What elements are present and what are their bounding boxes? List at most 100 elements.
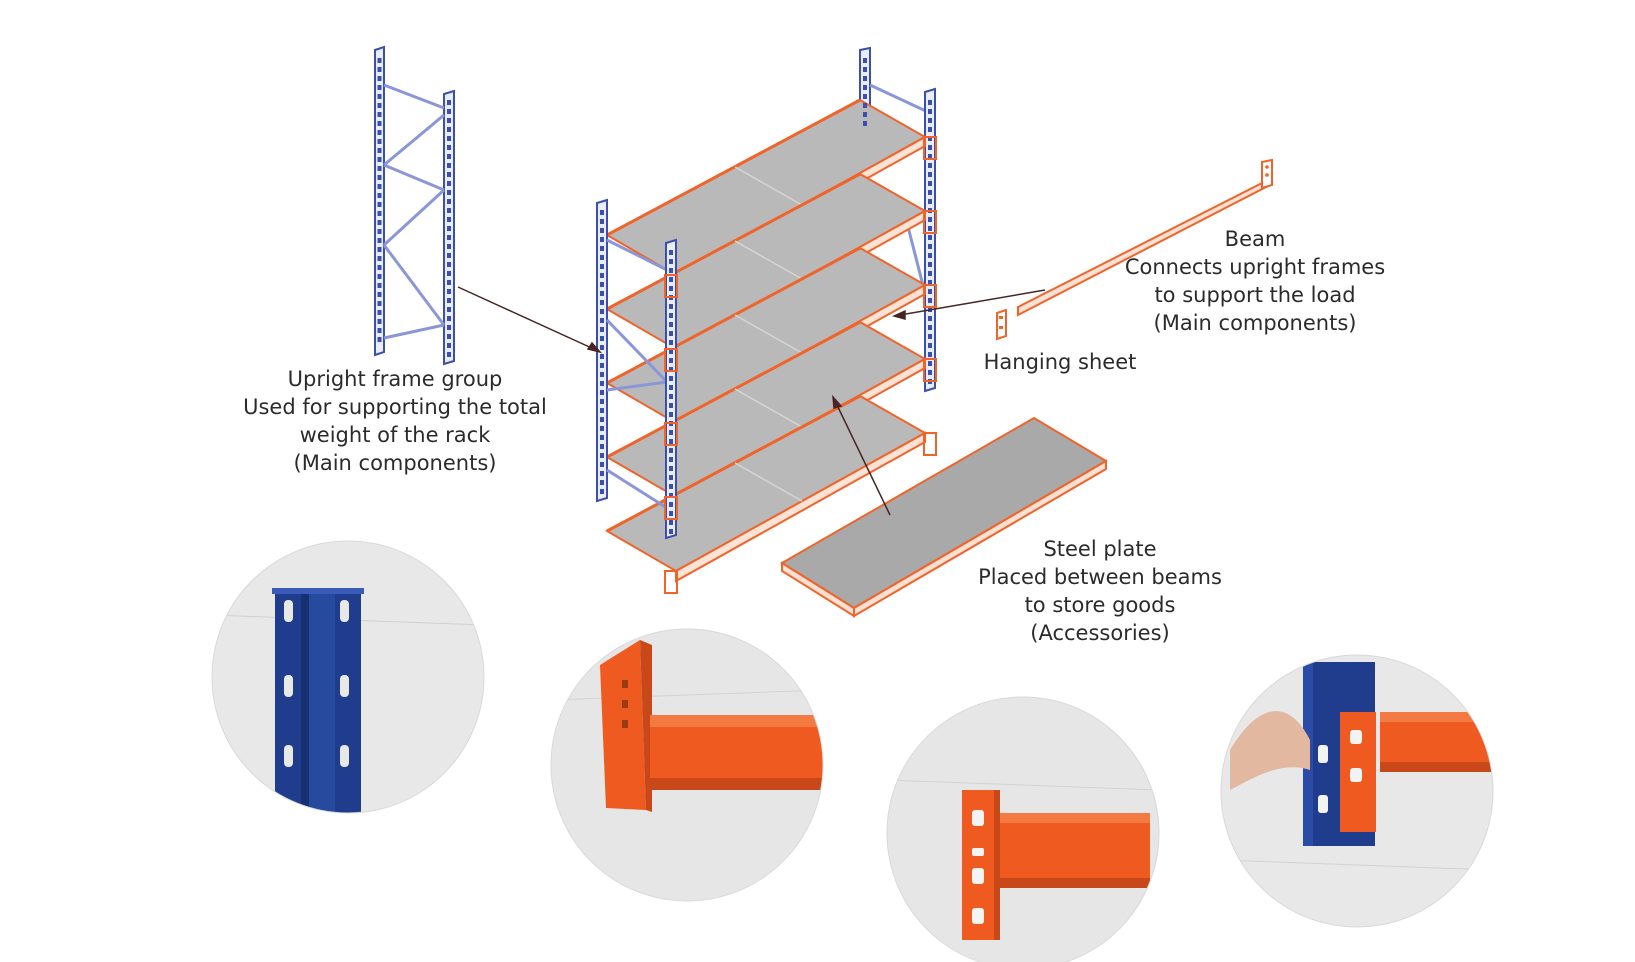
upright-back-hole bbox=[377, 337, 382, 342]
rack-back-left-hole bbox=[600, 381, 604, 386]
rack-front-right-hole bbox=[928, 145, 932, 150]
upright-back-hole bbox=[377, 130, 382, 135]
rack-front-left-hole bbox=[669, 412, 673, 417]
rack-front-left-hole bbox=[669, 358, 673, 363]
upright-back-hole bbox=[377, 283, 382, 288]
rack-front-left-hole bbox=[669, 277, 673, 282]
rack-back-left-hole bbox=[600, 408, 604, 413]
rack-front-left-hole bbox=[669, 349, 673, 354]
rack-front-right-hole bbox=[928, 298, 932, 303]
photo-frame-2 bbox=[550, 628, 824, 902]
rack-back-left-hole bbox=[600, 480, 604, 485]
upright-front-hole bbox=[447, 307, 451, 312]
rack-front-right-hole bbox=[928, 136, 932, 141]
upright-front-hole bbox=[447, 253, 451, 258]
beam-tag: (Main components) bbox=[1153, 311, 1357, 335]
shelf-beam-back bbox=[606, 172, 861, 311]
shelf-seam bbox=[734, 462, 803, 502]
shelf-seam bbox=[734, 166, 803, 206]
rack-front-right-hole bbox=[928, 289, 932, 294]
connector-right-5 bbox=[923, 432, 937, 456]
steel-plate-desc-2: to store goods bbox=[1024, 593, 1176, 617]
upright-front-hole bbox=[447, 226, 451, 231]
rack-front-right-hole bbox=[928, 163, 932, 168]
rack-back-left-hole bbox=[600, 273, 604, 278]
rack-front-left-hole bbox=[669, 520, 673, 525]
upright-back-hole bbox=[377, 202, 382, 207]
loose-steel-plate bbox=[780, 416, 1108, 618]
rack-front-right-hole bbox=[928, 217, 932, 222]
upright-back-hole bbox=[377, 166, 382, 171]
rack-front-right-hole bbox=[928, 127, 932, 132]
photo-blue-upright bbox=[212, 541, 484, 813]
upright-back-hole bbox=[377, 256, 382, 261]
rack-back-right-hole bbox=[863, 112, 867, 117]
rack-front-left-hole bbox=[669, 448, 673, 453]
upright-front-hole bbox=[447, 352, 451, 357]
callout-pointers bbox=[457, 286, 1046, 516]
rack-shelves bbox=[604, 98, 928, 583]
upright-back-hole bbox=[377, 193, 382, 198]
rack-front-left-hole bbox=[669, 313, 673, 318]
shelf-beam-back bbox=[606, 320, 861, 459]
rack-front-right-hole bbox=[928, 109, 932, 114]
upright-back-hole bbox=[377, 175, 382, 180]
rack-back-left-hole bbox=[600, 471, 604, 476]
upright-front-hole bbox=[447, 154, 451, 159]
rack-front-left-hole bbox=[669, 430, 673, 435]
upright-frame-title: Upright frame group bbox=[287, 367, 503, 391]
connector-right-3 bbox=[923, 284, 937, 308]
connector-left-1 bbox=[664, 274, 678, 298]
upright-front-hole bbox=[447, 271, 451, 276]
rack-back-left-hole bbox=[600, 336, 604, 341]
rack-back-left-hole bbox=[600, 228, 604, 233]
upright-punch-holes bbox=[377, 58, 451, 357]
upright-frame-desc-1: Used for supporting the total bbox=[243, 395, 547, 419]
rack-back-left-hole bbox=[600, 435, 604, 440]
rack-front-left-hole bbox=[669, 250, 673, 255]
upright-back-hole bbox=[377, 292, 382, 297]
rack-back-left-hole bbox=[600, 282, 604, 287]
upright-front-hole bbox=[447, 289, 451, 294]
steel-plate-title: Steel plate bbox=[1043, 537, 1157, 561]
upright-back-hole bbox=[377, 58, 382, 63]
upright-front-hole bbox=[447, 199, 451, 204]
upright-front-hole bbox=[447, 343, 451, 348]
rack-back-left-hole bbox=[600, 426, 604, 431]
upright-front-hole bbox=[447, 208, 451, 213]
connector-right-2 bbox=[923, 210, 937, 234]
rack-front-right-hole bbox=[928, 100, 932, 105]
upright-front-hole bbox=[447, 181, 451, 186]
upright-front-hole bbox=[447, 172, 451, 177]
connector-left-5 bbox=[664, 570, 678, 594]
upright-front-hole bbox=[447, 325, 451, 330]
rack-front-left-hole bbox=[669, 376, 673, 381]
upright-front-hole bbox=[447, 244, 451, 249]
rack-front-left-hole bbox=[669, 466, 673, 471]
upright-back-hole bbox=[377, 85, 382, 90]
shelf-beam-back bbox=[606, 98, 861, 237]
photo-beam-on-upright bbox=[1221, 655, 1493, 927]
rack-back-right-hole bbox=[863, 67, 867, 72]
rack-front-right-hole bbox=[928, 316, 932, 321]
shelf-beam-back bbox=[606, 246, 861, 385]
upright-front-hole bbox=[447, 163, 451, 168]
rack-front-right-hole bbox=[928, 325, 932, 330]
rack-front-left-hole bbox=[669, 304, 673, 309]
steel-plate-tag: (Accessories) bbox=[1030, 621, 1170, 645]
rack-front-right-hole bbox=[928, 280, 932, 285]
rack-front-left-hole bbox=[669, 367, 673, 372]
upright-frame-desc-2: weight of the rack bbox=[299, 423, 491, 447]
upright-front-hole bbox=[447, 190, 451, 195]
rack-back-left-hole bbox=[600, 444, 604, 449]
photo-frame-3 bbox=[886, 696, 1160, 962]
rack-front-left-hole bbox=[669, 403, 673, 408]
rack-back-right-hole bbox=[863, 121, 867, 126]
rack-front-right-hole bbox=[928, 343, 932, 348]
rack-front-right-hole bbox=[928, 361, 932, 366]
rack-front-left-hole bbox=[669, 502, 673, 507]
rack-back-left-hole bbox=[600, 219, 604, 224]
hanging-sheet-label: Hanging sheet bbox=[960, 348, 1160, 376]
rack-front-left-hole bbox=[669, 259, 673, 264]
rack-post-back-left bbox=[596, 198, 608, 503]
